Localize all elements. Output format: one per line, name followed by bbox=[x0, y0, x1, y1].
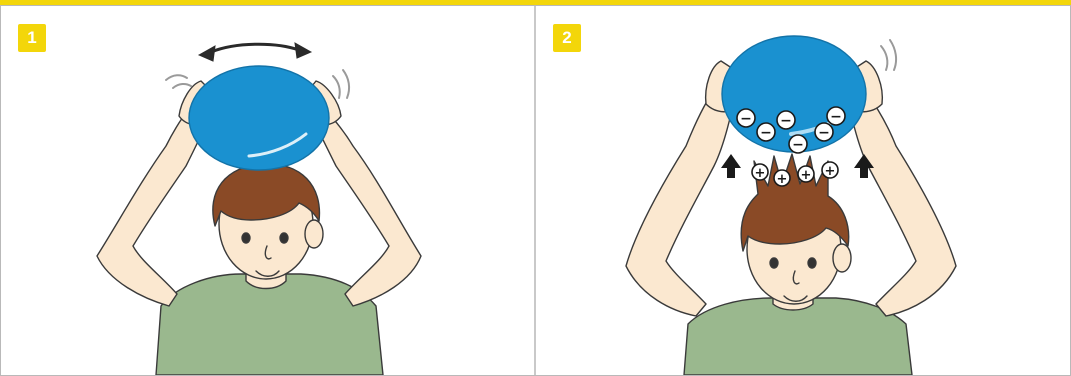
step-badge-1: 1 bbox=[18, 24, 46, 52]
negative-charge-label: − bbox=[830, 109, 842, 125]
left-eye bbox=[242, 233, 250, 243]
right-eye bbox=[280, 233, 288, 243]
panel-1: 1 bbox=[1, 6, 534, 375]
left-arm bbox=[626, 81, 736, 316]
negative-charge-label: − bbox=[780, 113, 792, 129]
negative-charge-label: − bbox=[818, 125, 830, 141]
ear bbox=[305, 220, 323, 248]
positive-charge-label: + bbox=[825, 164, 836, 179]
positive-charge-label: + bbox=[777, 172, 788, 187]
panel-1-illustration bbox=[1, 6, 534, 375]
double-arrow-icon bbox=[199, 43, 311, 61]
right-eye bbox=[808, 258, 816, 268]
negative-charge-label: − bbox=[740, 111, 752, 127]
positive-charge-label: + bbox=[801, 168, 812, 183]
right-arm bbox=[846, 81, 956, 316]
step-badge-2: 2 bbox=[553, 24, 581, 52]
positive-charge-label: + bbox=[755, 166, 766, 181]
panel-2-illustration: − − − − − − + + + + bbox=[536, 6, 1070, 375]
ear bbox=[833, 244, 851, 272]
illustration-frame: 1 bbox=[0, 5, 1071, 376]
panel-2: − − − − − − + + + + bbox=[536, 6, 1070, 375]
motion-lines-icon bbox=[881, 40, 896, 70]
negative-charge-label: − bbox=[760, 125, 772, 141]
negative-charge-label: − bbox=[792, 137, 804, 153]
left-eye bbox=[770, 258, 778, 268]
